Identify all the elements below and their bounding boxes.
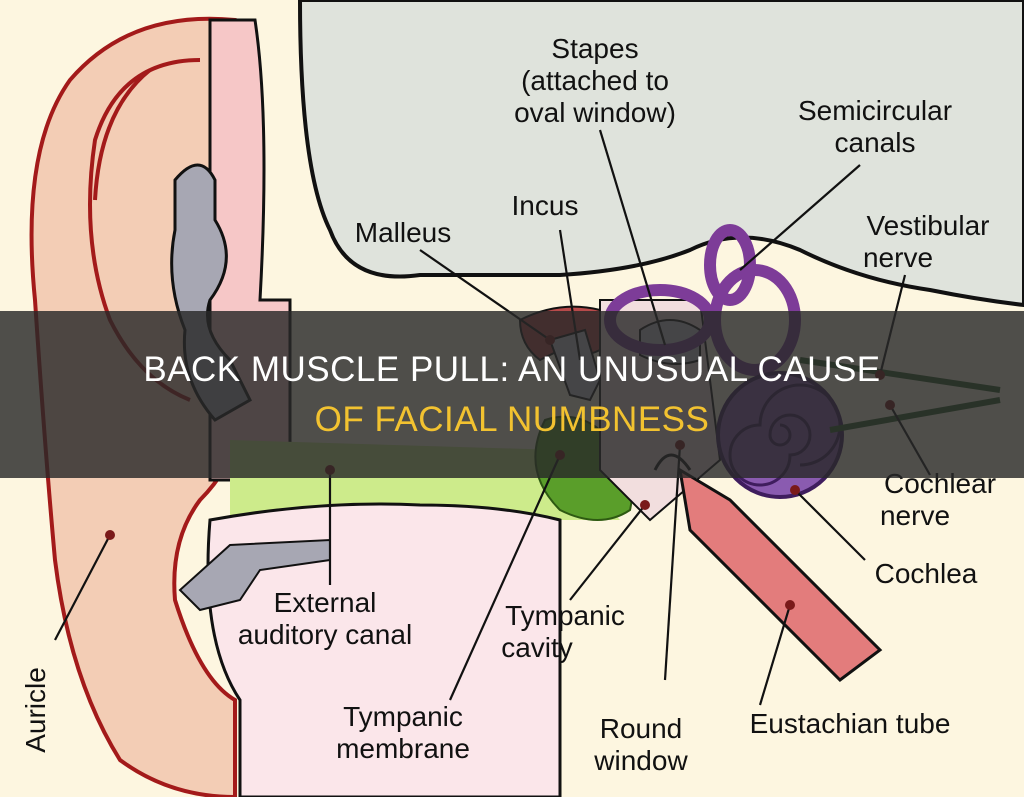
label-external-canal-line1: External <box>274 587 377 618</box>
canal-floor <box>206 502 562 797</box>
leader-cochlea <box>794 489 866 561</box>
label-cochlea: Cochlea <box>875 558 978 589</box>
banner-title-line2: OF FACIAL NUMBNESS <box>314 399 710 439</box>
label-tympanic-cavity-line1: Tympanic <box>505 600 625 631</box>
label-cochlear-nerve-line2: nerve <box>880 500 950 531</box>
label-semicircular-line1: Semicircular <box>798 95 952 126</box>
leader-stapes <box>598 129 667 346</box>
label-vestibular-line2: nerve <box>863 242 933 273</box>
label-eustachian: Eustachian tube <box>750 708 951 739</box>
label-malleus: Malleus <box>355 217 451 248</box>
pointer-cochlea <box>790 485 800 495</box>
label-stapes-line2: (attached to <box>521 65 669 96</box>
leader-tympanic-membrane <box>448 454 562 701</box>
auricle-rim <box>93 68 152 201</box>
eustachian-tube-shape <box>677 467 883 682</box>
label-round-window-line2: window <box>593 745 688 776</box>
label-tympanic-membrane-line1: Tympanic <box>343 701 463 732</box>
leader-semicircular <box>739 164 861 271</box>
label-semicircular-line2: canals <box>835 127 916 158</box>
label-incus: Incus <box>512 190 579 221</box>
label-external-canal-line2: auditory canal <box>238 619 412 650</box>
title-banner: BACK MUSCLE PULL: AN UNUSUAL CAUSE OF FA… <box>0 311 1024 478</box>
brain-cavity <box>297 0 1024 308</box>
leader-tympanic-cavity <box>569 504 646 601</box>
leader-auricle <box>54 534 111 641</box>
pointer-tympanic-cavity <box>640 500 650 510</box>
leader-round-window <box>663 444 682 681</box>
label-vestibular-line1: Vestibular <box>867 210 990 241</box>
label-tympanic-membrane-line2: membrane <box>336 733 470 764</box>
label-auricle: Auricle <box>20 667 51 753</box>
label-tympanic-cavity-line2: cavity <box>501 632 573 663</box>
label-stapes-line3: oval window) <box>514 97 676 128</box>
pointer-eustachian <box>785 600 795 610</box>
label-round-window-line1: Round <box>600 713 683 744</box>
banner-title-line1: BACK MUSCLE PULL: AN UNUSUAL CAUSE <box>143 349 881 389</box>
leader-eustachian <box>758 604 792 706</box>
pointer-auricle <box>105 530 115 540</box>
label-stapes-line1: Stapes <box>551 33 638 64</box>
